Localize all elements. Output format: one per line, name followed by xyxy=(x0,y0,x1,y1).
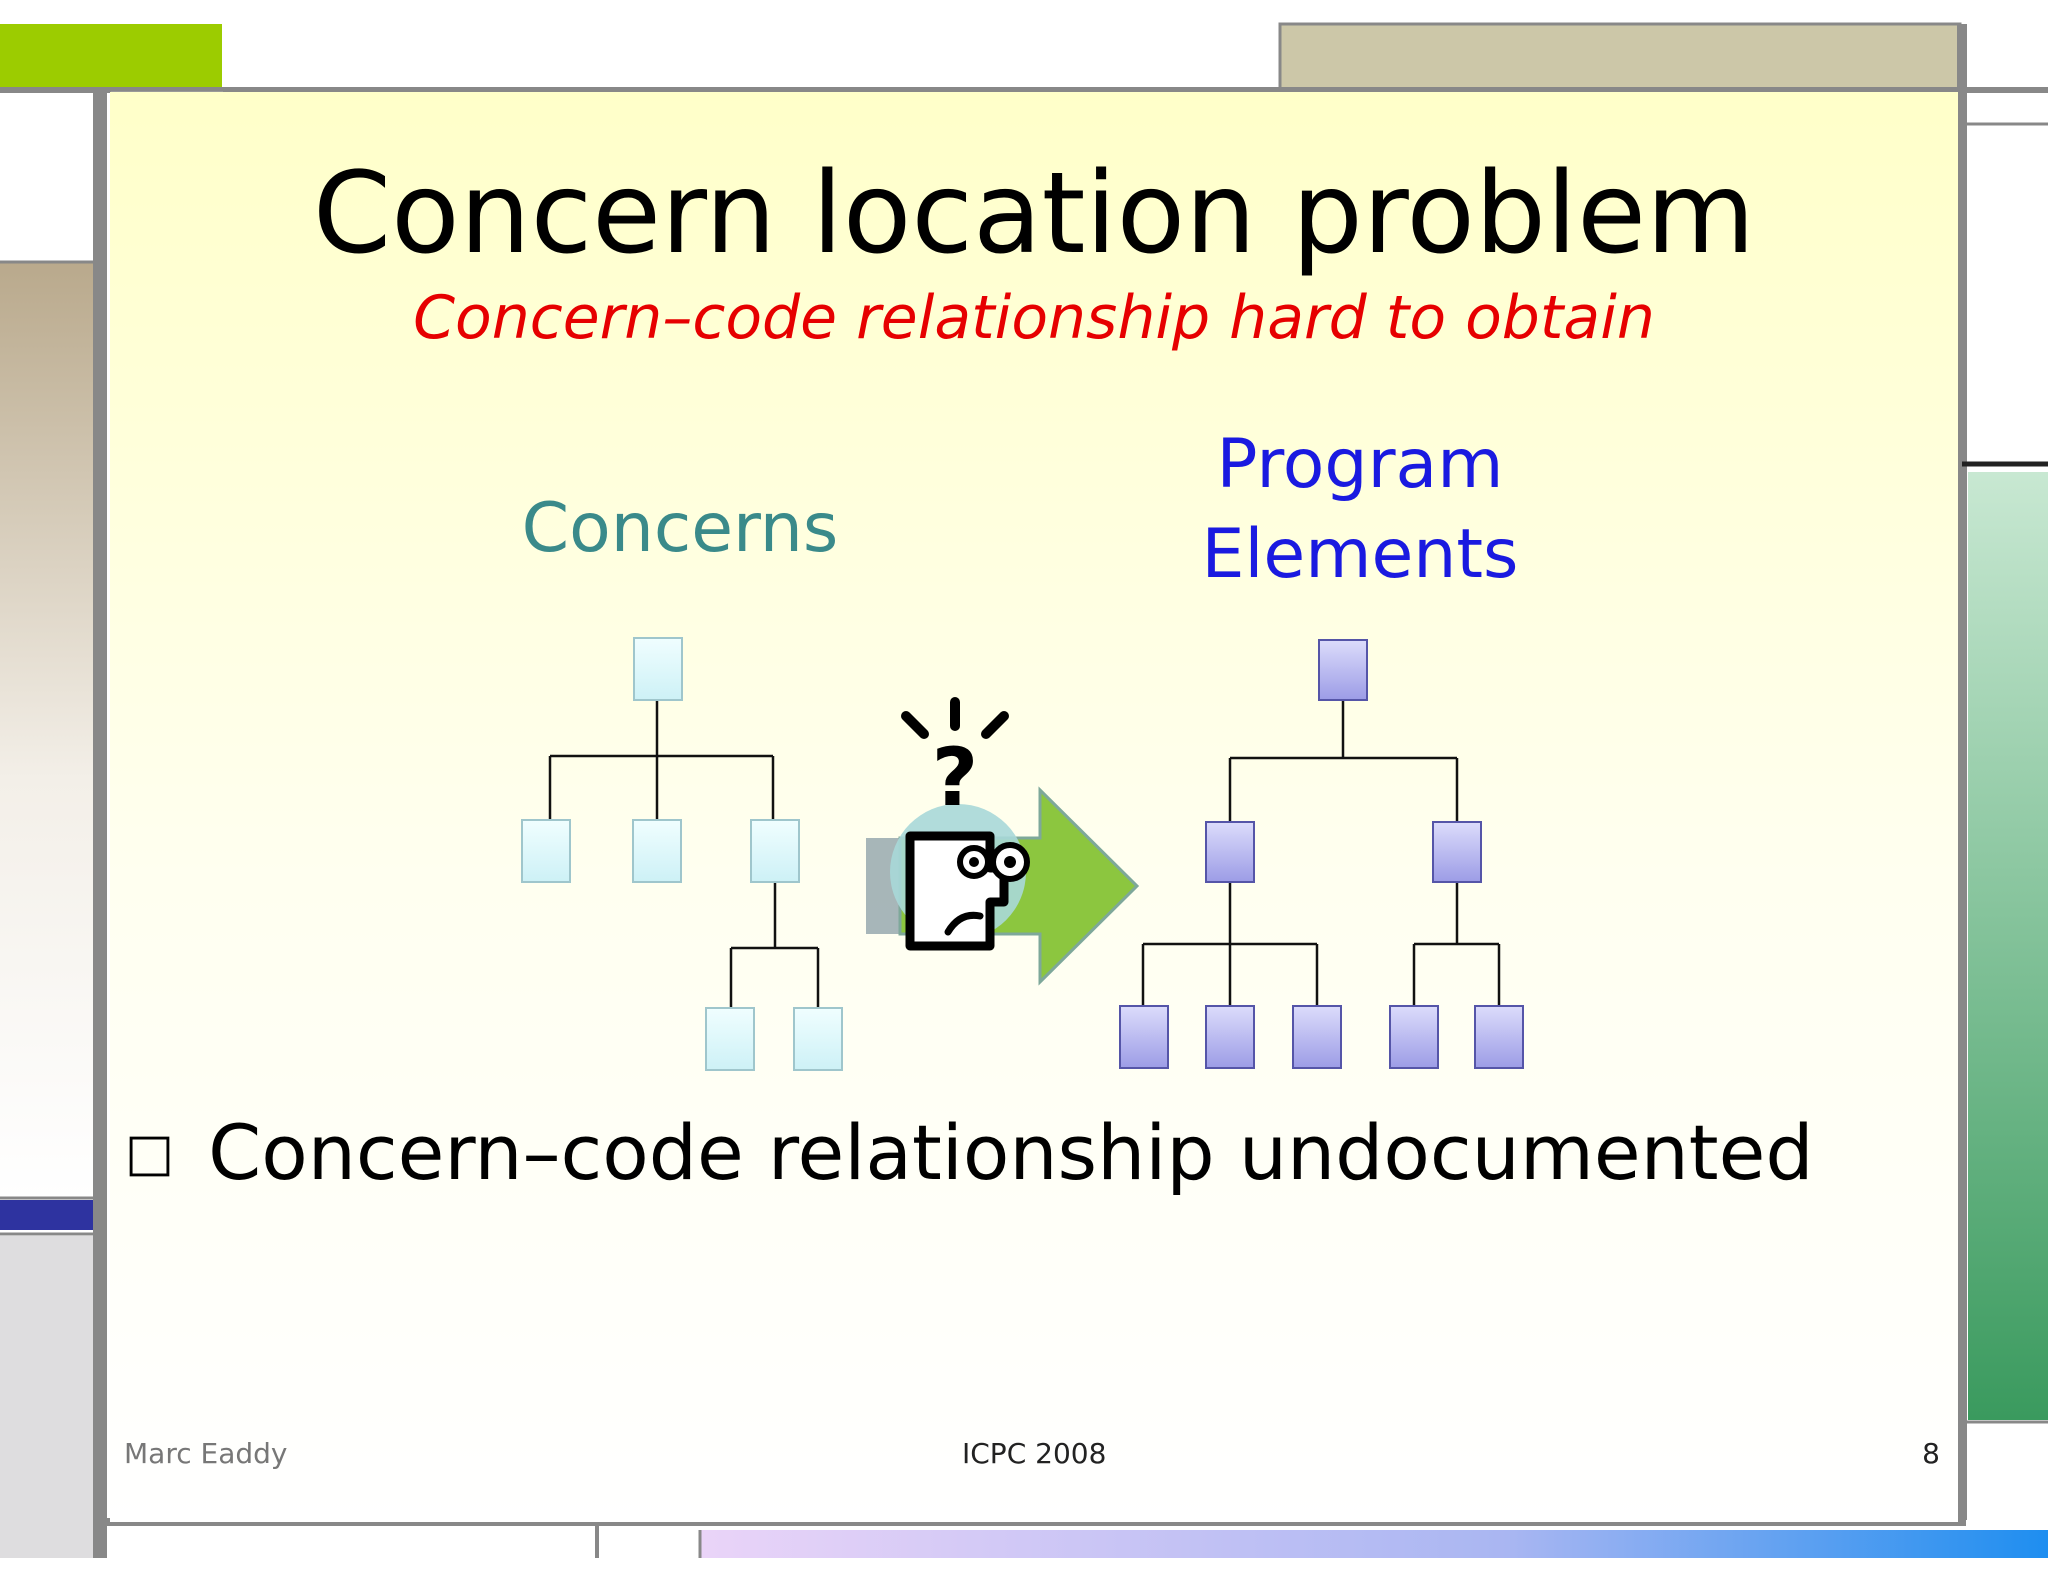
program-element-node xyxy=(1474,1005,1524,1069)
slide-title: Concern location problem xyxy=(312,149,1756,279)
program-element-node xyxy=(1318,639,1368,701)
program-element-node xyxy=(1119,1005,1169,1069)
program-elements-label: Program Elements xyxy=(1130,420,1590,600)
bullet-item: □ Concern–code relationship undocumented xyxy=(125,1108,1814,1197)
program-label-line1: Program xyxy=(1216,425,1504,504)
concern-node xyxy=(705,1007,755,1071)
footer-page-number: 8 xyxy=(1922,1437,1940,1470)
program-element-node xyxy=(1205,1005,1255,1069)
program-element-nodes xyxy=(1119,639,1524,1069)
confused-person-icon: ? xyxy=(890,697,1030,951)
program-element-node xyxy=(1432,821,1482,883)
concern-node xyxy=(793,1007,843,1071)
concerns-label: Concerns xyxy=(521,489,839,568)
footer-author: Marc Eaddy xyxy=(124,1437,288,1470)
bullet-marker-icon: □ xyxy=(125,1122,175,1183)
program-label-line2: Elements xyxy=(1201,514,1519,594)
footer-event: ICPC 2008 xyxy=(962,1437,1107,1470)
question-mark: ? xyxy=(932,731,978,824)
bullet-text: Concern–code relationship undocumented xyxy=(208,1108,1814,1197)
slide-background xyxy=(110,92,1958,1522)
program-element-node xyxy=(1389,1005,1439,1069)
concern-node xyxy=(632,819,682,883)
concern-tree xyxy=(548,700,820,1008)
program-tree xyxy=(1141,700,1501,1006)
concern-node xyxy=(750,819,800,883)
concern-nodes xyxy=(521,637,843,1071)
program-element-node xyxy=(1205,821,1255,883)
program-element-node xyxy=(1292,1005,1342,1069)
concern-node xyxy=(633,637,683,701)
concern-node xyxy=(521,819,571,883)
slide-subtitle: Concern–code relationship hard to obtain xyxy=(413,283,1655,353)
